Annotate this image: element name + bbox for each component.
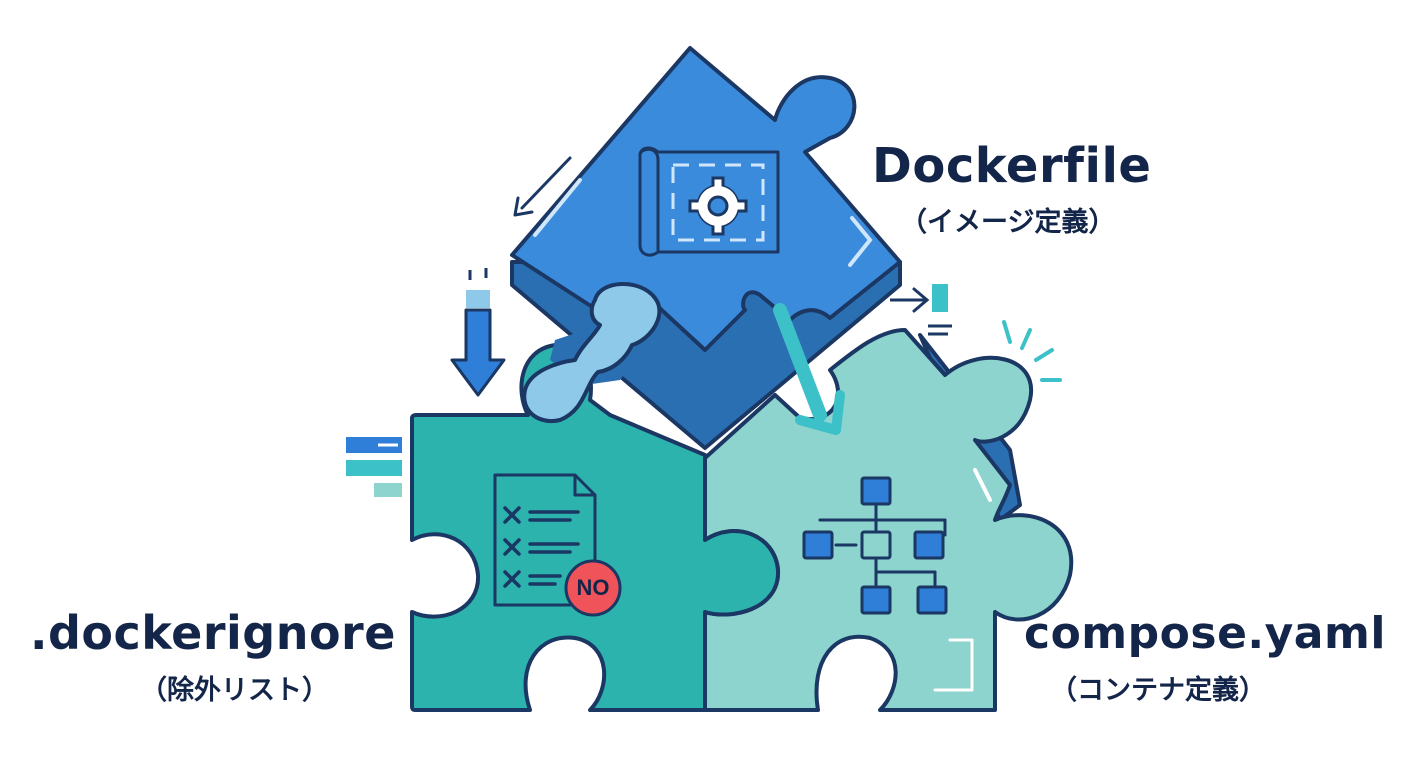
compose-subtitle: （コンテナ定義） <box>1050 675 1266 706</box>
down-arrow-icon <box>450 268 506 397</box>
right-arrow-to-bar-icon <box>890 284 952 336</box>
dockerignore-title: .dockerignore <box>30 606 396 660</box>
diagonal-teal-arrow-icon <box>773 303 845 435</box>
dockerfile-subtitle: （イメージ定義） <box>900 207 1116 238</box>
no-badge-label: NO <box>576 575 610 600</box>
compose-title: compose.yaml <box>1024 608 1386 659</box>
dockerfile-title: Dockerfile <box>872 138 1152 194</box>
dockerignore-piece <box>410 342 781 712</box>
no-badge <box>564 559 622 617</box>
sparkle-lines-icon <box>1002 320 1062 382</box>
container-network-icon <box>802 476 948 615</box>
blueprint-gear-icon <box>638 146 780 257</box>
arrow-into-dockerfile-icon <box>513 156 572 217</box>
layer-bars-icon <box>346 437 402 497</box>
dockerignore-subtitle: （除外リスト） <box>140 675 329 706</box>
dockerfile-connector-knob <box>522 282 662 424</box>
exclusion-list-document-icon <box>493 473 622 617</box>
dockerfile-piece <box>510 46 902 450</box>
